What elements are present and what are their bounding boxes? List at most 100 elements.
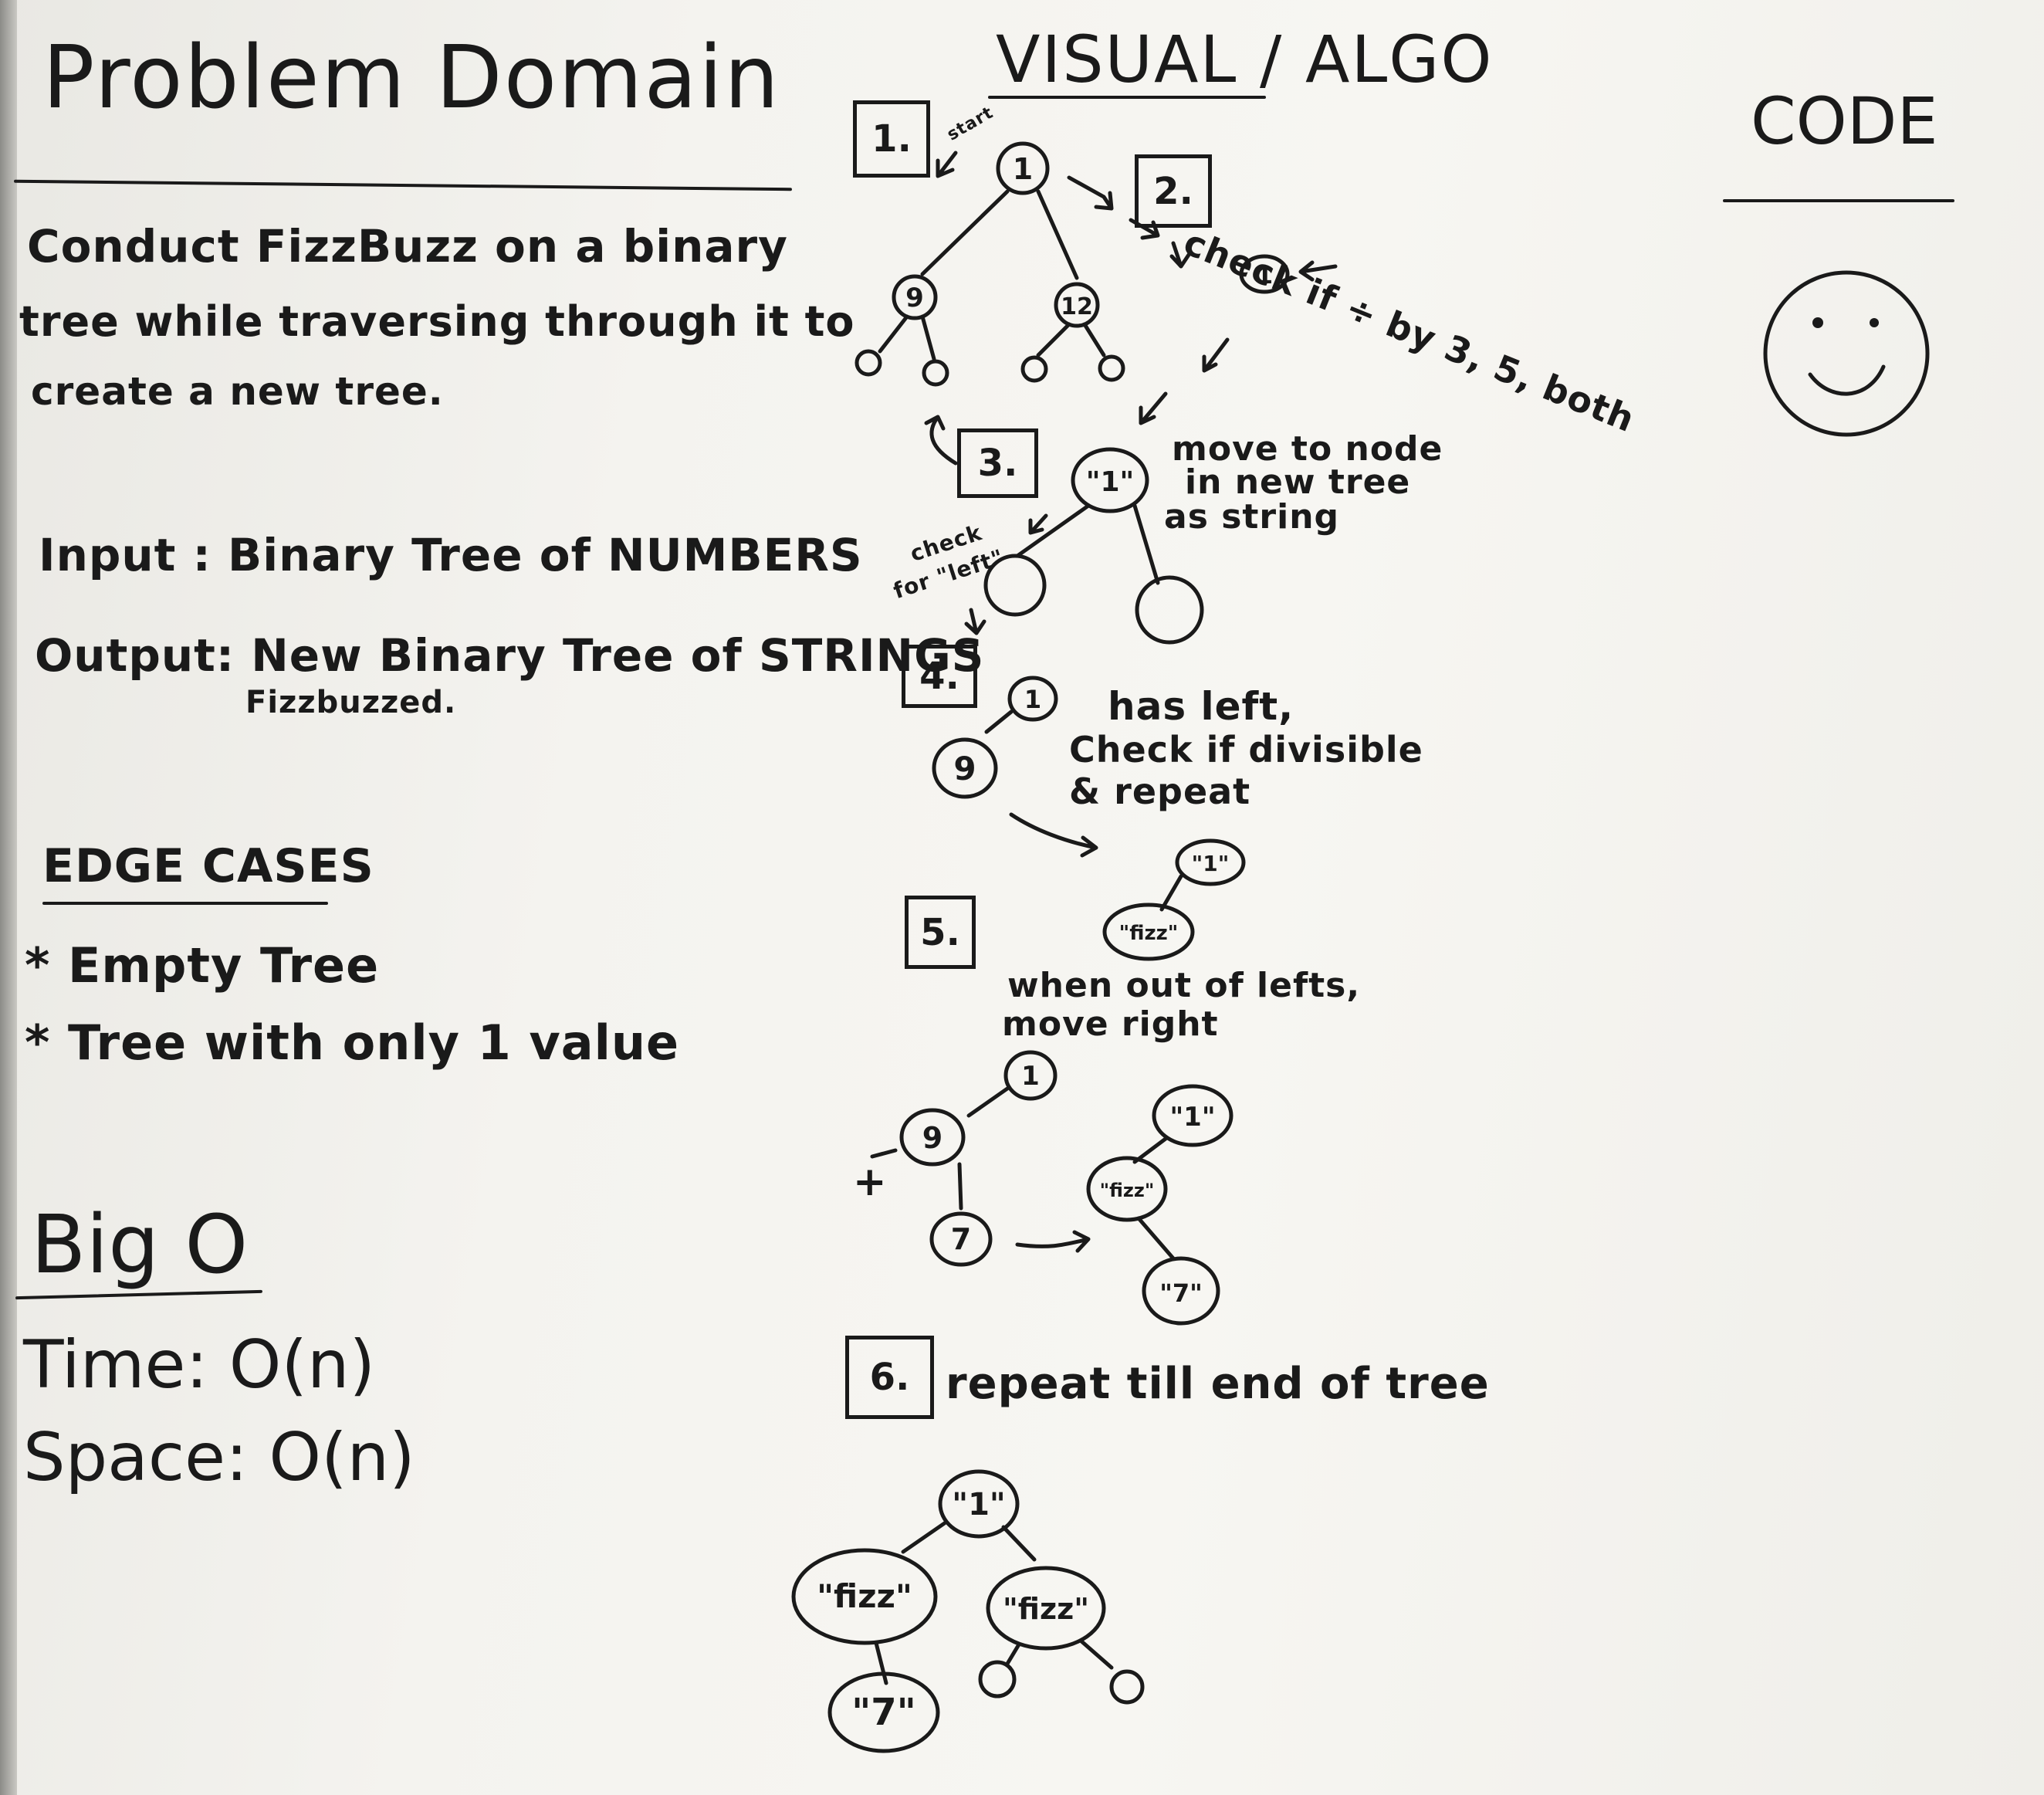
edge bbox=[1005, 1642, 1021, 1666]
leaf-node bbox=[1098, 354, 1125, 382]
leaf-node bbox=[1020, 355, 1048, 383]
step-2-box: 2. bbox=[1135, 154, 1212, 228]
step-3-note-line-2: in new tree bbox=[1185, 462, 1411, 502]
step-5-plus-marker: + bbox=[853, 1159, 888, 1205]
node-label: 1 bbox=[1256, 260, 1273, 290]
edge bbox=[1082, 322, 1106, 357]
arrow bbox=[924, 415, 958, 466]
arrow bbox=[1129, 218, 1160, 240]
edge-case-1: * Empty Tree bbox=[25, 937, 380, 994]
description-line-2: tree while traversing through it to bbox=[19, 297, 855, 346]
step-5-note-line-2: move right bbox=[1002, 1004, 1219, 1044]
arrow bbox=[964, 608, 986, 635]
edge-case-2: * Tree with only 1 value bbox=[25, 1014, 680, 1071]
description-line-3: create a new tree. bbox=[31, 369, 444, 414]
arrow bbox=[936, 151, 958, 178]
problem-domain-heading: Problem Domain bbox=[42, 28, 781, 128]
edge-cases-heading: EDGE CASES bbox=[42, 839, 374, 893]
visual-algo-underline bbox=[988, 96, 1266, 99]
leaf-node bbox=[922, 359, 949, 387]
smiley-eye bbox=[1870, 318, 1879, 327]
edge bbox=[1001, 1525, 1037, 1562]
step-5-box: 5. bbox=[905, 896, 976, 969]
smiley-face-icon bbox=[1763, 270, 1930, 437]
step-4-node-9 bbox=[932, 737, 998, 799]
node-label: "1" bbox=[1169, 1102, 1215, 1133]
node-label: "7" bbox=[851, 1691, 915, 1734]
edge bbox=[920, 189, 1010, 276]
edge bbox=[957, 1162, 963, 1211]
code-underline bbox=[1723, 199, 1954, 202]
smiley-eye bbox=[1812, 317, 1823, 328]
arrow bbox=[1202, 337, 1230, 373]
step-4-result-node-1 bbox=[1175, 838, 1246, 886]
step-5-result-node-fizz bbox=[1086, 1156, 1168, 1222]
edge bbox=[1036, 322, 1071, 357]
step-3-right-child bbox=[1135, 575, 1204, 645]
node-label: 12 bbox=[1061, 293, 1093, 320]
edge-cases-underline bbox=[42, 902, 328, 905]
edge bbox=[966, 1086, 1010, 1118]
arrow bbox=[1067, 175, 1114, 211]
step-4-node-1 bbox=[1007, 676, 1058, 722]
arrow bbox=[1028, 513, 1048, 535]
edge bbox=[878, 314, 909, 354]
step-6-box: 6. bbox=[845, 1336, 934, 1419]
step-2-node-1 bbox=[1239, 254, 1290, 294]
step-5-node-1 bbox=[1003, 1050, 1058, 1101]
step-3-box: 3. bbox=[957, 428, 1038, 498]
step-4-note-line-3: & repeat bbox=[1069, 770, 1251, 812]
step-4-note-line-2: Check if divisible bbox=[1069, 729, 1423, 770]
arrow bbox=[1298, 260, 1338, 282]
description-line-1: Conduct FizzBuzz on a binary bbox=[27, 220, 788, 273]
edge bbox=[1036, 189, 1079, 280]
step-6-node-1 bbox=[938, 1469, 1020, 1539]
step-1-box: 1. bbox=[853, 100, 930, 178]
step-4-note-line-1: has left, bbox=[1108, 684, 1294, 729]
node-label: 9 bbox=[905, 283, 924, 313]
edge bbox=[870, 1148, 898, 1159]
step-5-note-line-1: when out of lefts, bbox=[1007, 966, 1361, 1005]
arrow bbox=[1169, 241, 1191, 269]
step-6-node-7 bbox=[827, 1671, 940, 1753]
output-sub: Fizzbuzzed. bbox=[245, 685, 457, 720]
step-6-node-fizz-right bbox=[986, 1566, 1106, 1651]
space-complexity: Space: O(n) bbox=[23, 1419, 415, 1496]
arrow bbox=[1139, 391, 1168, 425]
node-label: 1 bbox=[1024, 685, 1041, 714]
step-3-note-line-1: move to node bbox=[1172, 429, 1443, 469]
time-complexity: Time: O(n) bbox=[23, 1326, 376, 1404]
leaf-node bbox=[978, 1660, 1017, 1698]
step-5-result-node-7 bbox=[1142, 1256, 1220, 1326]
leaf-node bbox=[1109, 1669, 1145, 1705]
edge bbox=[1015, 503, 1091, 558]
arrow bbox=[1015, 1230, 1091, 1253]
step-4-result-node-fizz bbox=[1102, 903, 1195, 961]
step-6-node-fizz-left bbox=[791, 1548, 938, 1645]
bigo-heading: Big O bbox=[31, 1197, 249, 1292]
edge bbox=[920, 314, 936, 361]
step-6-note: repeat till end of tree bbox=[946, 1359, 1490, 1409]
edge bbox=[1136, 1216, 1176, 1261]
leaf-node bbox=[854, 349, 882, 377]
edge bbox=[874, 1641, 888, 1685]
smile-mouth bbox=[1808, 364, 1886, 396]
step-5-node-9 bbox=[899, 1108, 966, 1167]
step-1-node-12 bbox=[1054, 282, 1100, 328]
step-1-node-9 bbox=[892, 274, 938, 320]
visual-algo-heading: VISUAL / ALGO bbox=[996, 22, 1494, 97]
node-label: 7 bbox=[951, 1222, 971, 1256]
output-line: Output: New Binary Tree of STRINGS bbox=[35, 629, 985, 682]
node-label: "1" bbox=[952, 1487, 1006, 1522]
node-label: 9 bbox=[953, 750, 976, 787]
step-4-box: 4. bbox=[902, 645, 977, 708]
step-5-result-node-1 bbox=[1152, 1084, 1234, 1147]
edge bbox=[1078, 1638, 1114, 1670]
edge bbox=[1132, 503, 1160, 585]
node-label: "fizz" bbox=[817, 1577, 912, 1615]
node-label: "fizz" bbox=[1003, 1592, 1089, 1626]
code-heading: CODE bbox=[1751, 83, 1938, 159]
node-label: "1" bbox=[1192, 851, 1230, 876]
node-label: "1" bbox=[1086, 466, 1135, 498]
